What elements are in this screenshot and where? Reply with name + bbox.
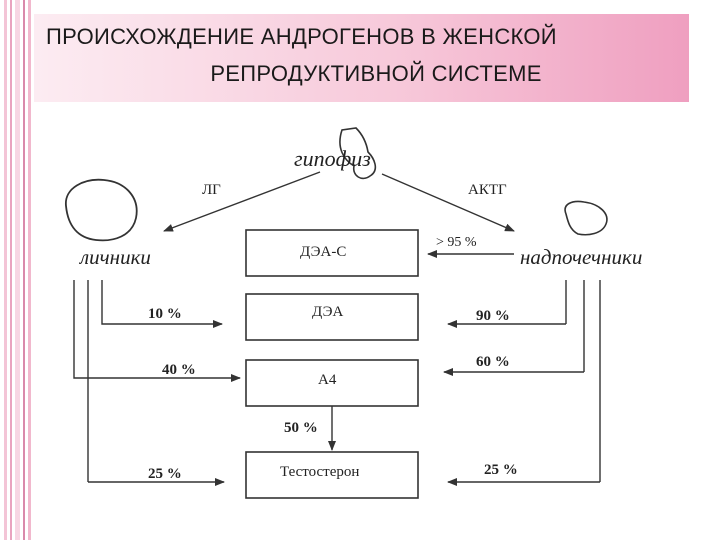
decorative-left-stripes — [0, 0, 32, 540]
pituitary-to-ovaries-line — [163, 171, 321, 232]
ovaries-label: личники — [79, 245, 151, 269]
slide-title: Происхождение андрогенов в женской репро… — [46, 18, 686, 92]
box-a4-label: А4 — [318, 372, 337, 388]
pituitary-to-adrenals-line — [381, 173, 515, 232]
box-testosterone-label: Тестостерон — [280, 464, 359, 480]
ovary-to-a4-arrow — [73, 368, 241, 382]
lh-label: ЛГ — [202, 182, 221, 198]
percent-ovary-dhea: 10 % — [148, 306, 182, 322]
box-dhea-label: ДЭА — [312, 304, 344, 320]
title-line-2: репродуктивной системе — [210, 61, 542, 86]
acth-label: АКТГ — [468, 182, 507, 198]
adrenal-shape — [564, 200, 608, 236]
box-a4 — [245, 359, 419, 407]
percent-adrenal-a4: 60 % — [476, 354, 510, 370]
percent-a4-testosterone: 50 % — [284, 420, 318, 436]
percent-adrenal-dhea: 90 % — [476, 308, 510, 324]
ovary-to-dhea-arrow — [101, 314, 223, 328]
pituitary-label: гипофиз — [294, 146, 371, 171]
androgen-origin-diagram: гипофиз ЛГ АКТГ личники надпочечники ДЭА… — [65, 127, 642, 499]
box-dheas-label: ДЭА-С — [300, 244, 346, 260]
diagram-area: гипофиз ЛГ АКТГ личники надпочечники ДЭА… — [44, 118, 690, 528]
box-testosterone — [245, 451, 419, 499]
title-line-1: Происхождение андрогенов в женской — [46, 24, 557, 49]
box-dheas — [245, 229, 419, 277]
percent-adrenal-dheas: > 95 % — [436, 235, 477, 250]
percent-adrenal-testosterone: 25 % — [484, 462, 518, 478]
adrenals-label: надпочечники — [520, 245, 642, 269]
ovary-shape — [65, 178, 138, 242]
percent-ovary-testosterone: 25 % — [148, 466, 182, 482]
box-dhea — [245, 293, 419, 341]
title-banner — [34, 14, 689, 102]
percent-ovary-a4: 40 % — [162, 362, 196, 378]
pituitary-shape — [339, 127, 377, 180]
